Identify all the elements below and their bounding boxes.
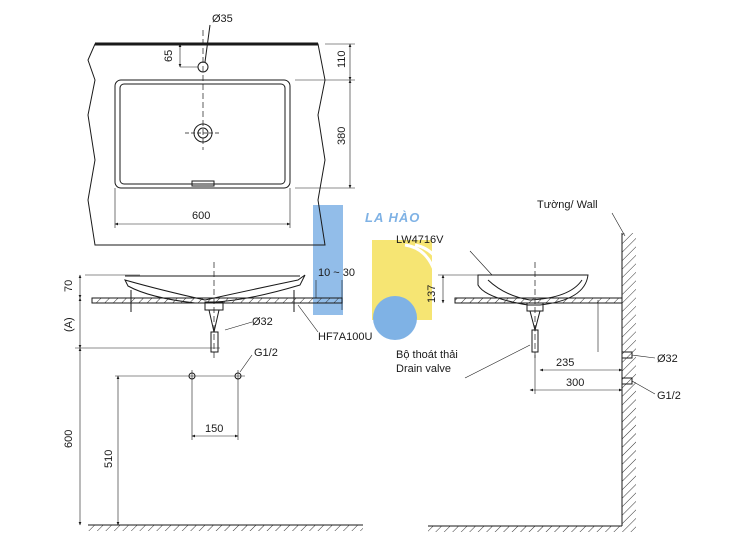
drain-en-label: Drain valve — [396, 363, 451, 375]
leader-wall — [611, 212, 626, 237]
dim-600-height-label: 600 — [63, 430, 75, 448]
leader-side-waste — [631, 354, 656, 359]
wall-hatch — [622, 233, 636, 526]
logo-swoosh-2 — [414, 243, 450, 313]
side-floor — [428, 526, 636, 532]
front-view — [75, 262, 363, 531]
top-view — [87, 24, 355, 246]
logo-swoosh-1 — [404, 243, 442, 311]
logo-watermark: LA HÀO — [313, 205, 450, 340]
dim-380-label: 380 — [336, 127, 348, 145]
side-view — [428, 212, 656, 532]
leader-drain — [464, 344, 531, 379]
side-waste-label: Ø32 — [657, 353, 678, 365]
logo-circle — [373, 296, 417, 340]
dim-110-label: 110 — [336, 50, 348, 68]
leader-model — [469, 250, 493, 276]
dim-300-label: 300 — [566, 377, 584, 389]
leader-bracket — [297, 304, 319, 333]
countertop-outline — [87, 43, 326, 246]
leader-tap — [204, 24, 211, 63]
drain-vi-label: Bộ thoát thải — [396, 349, 458, 361]
basin-outline — [114, 79, 291, 189]
wall-label: Tường/ Wall — [537, 199, 598, 211]
dim-a-label: (A) — [63, 317, 75, 332]
side-supply-label: G1/2 — [657, 390, 681, 402]
logo-blue-bar — [313, 205, 343, 315]
dim-65-label: 65 — [163, 50, 175, 62]
dim-235-label: 235 — [556, 357, 574, 369]
drain-tail — [210, 331, 219, 353]
dim-600-label: 600 — [192, 210, 210, 222]
bracket-code-label: HF7A100U — [318, 331, 372, 343]
front-floor — [88, 525, 363, 531]
side-basin — [477, 274, 589, 306]
leader-side-supply — [631, 380, 656, 395]
dim-137-label: 137 — [426, 285, 438, 303]
leader-supply — [239, 354, 253, 373]
basin-inner — [119, 83, 286, 185]
front-supply-label: G1/2 — [254, 347, 278, 359]
dim-150-label: 150 — [205, 423, 223, 435]
leader-waste — [224, 321, 253, 331]
counter-thickness-label: 10 ~ 30 — [318, 267, 355, 279]
front-waste-label: Ø32 — [252, 316, 273, 328]
model-code-label: LW4716V — [396, 234, 444, 246]
overflow-slot — [191, 180, 215, 187]
dim-510-label: 510 — [103, 450, 115, 468]
tap-hole-label: Ø35 — [212, 13, 233, 25]
side-counter — [454, 297, 623, 304]
logo-text: LA HÀO — [365, 210, 420, 225]
dim-70-label: 70 — [63, 280, 75, 292]
